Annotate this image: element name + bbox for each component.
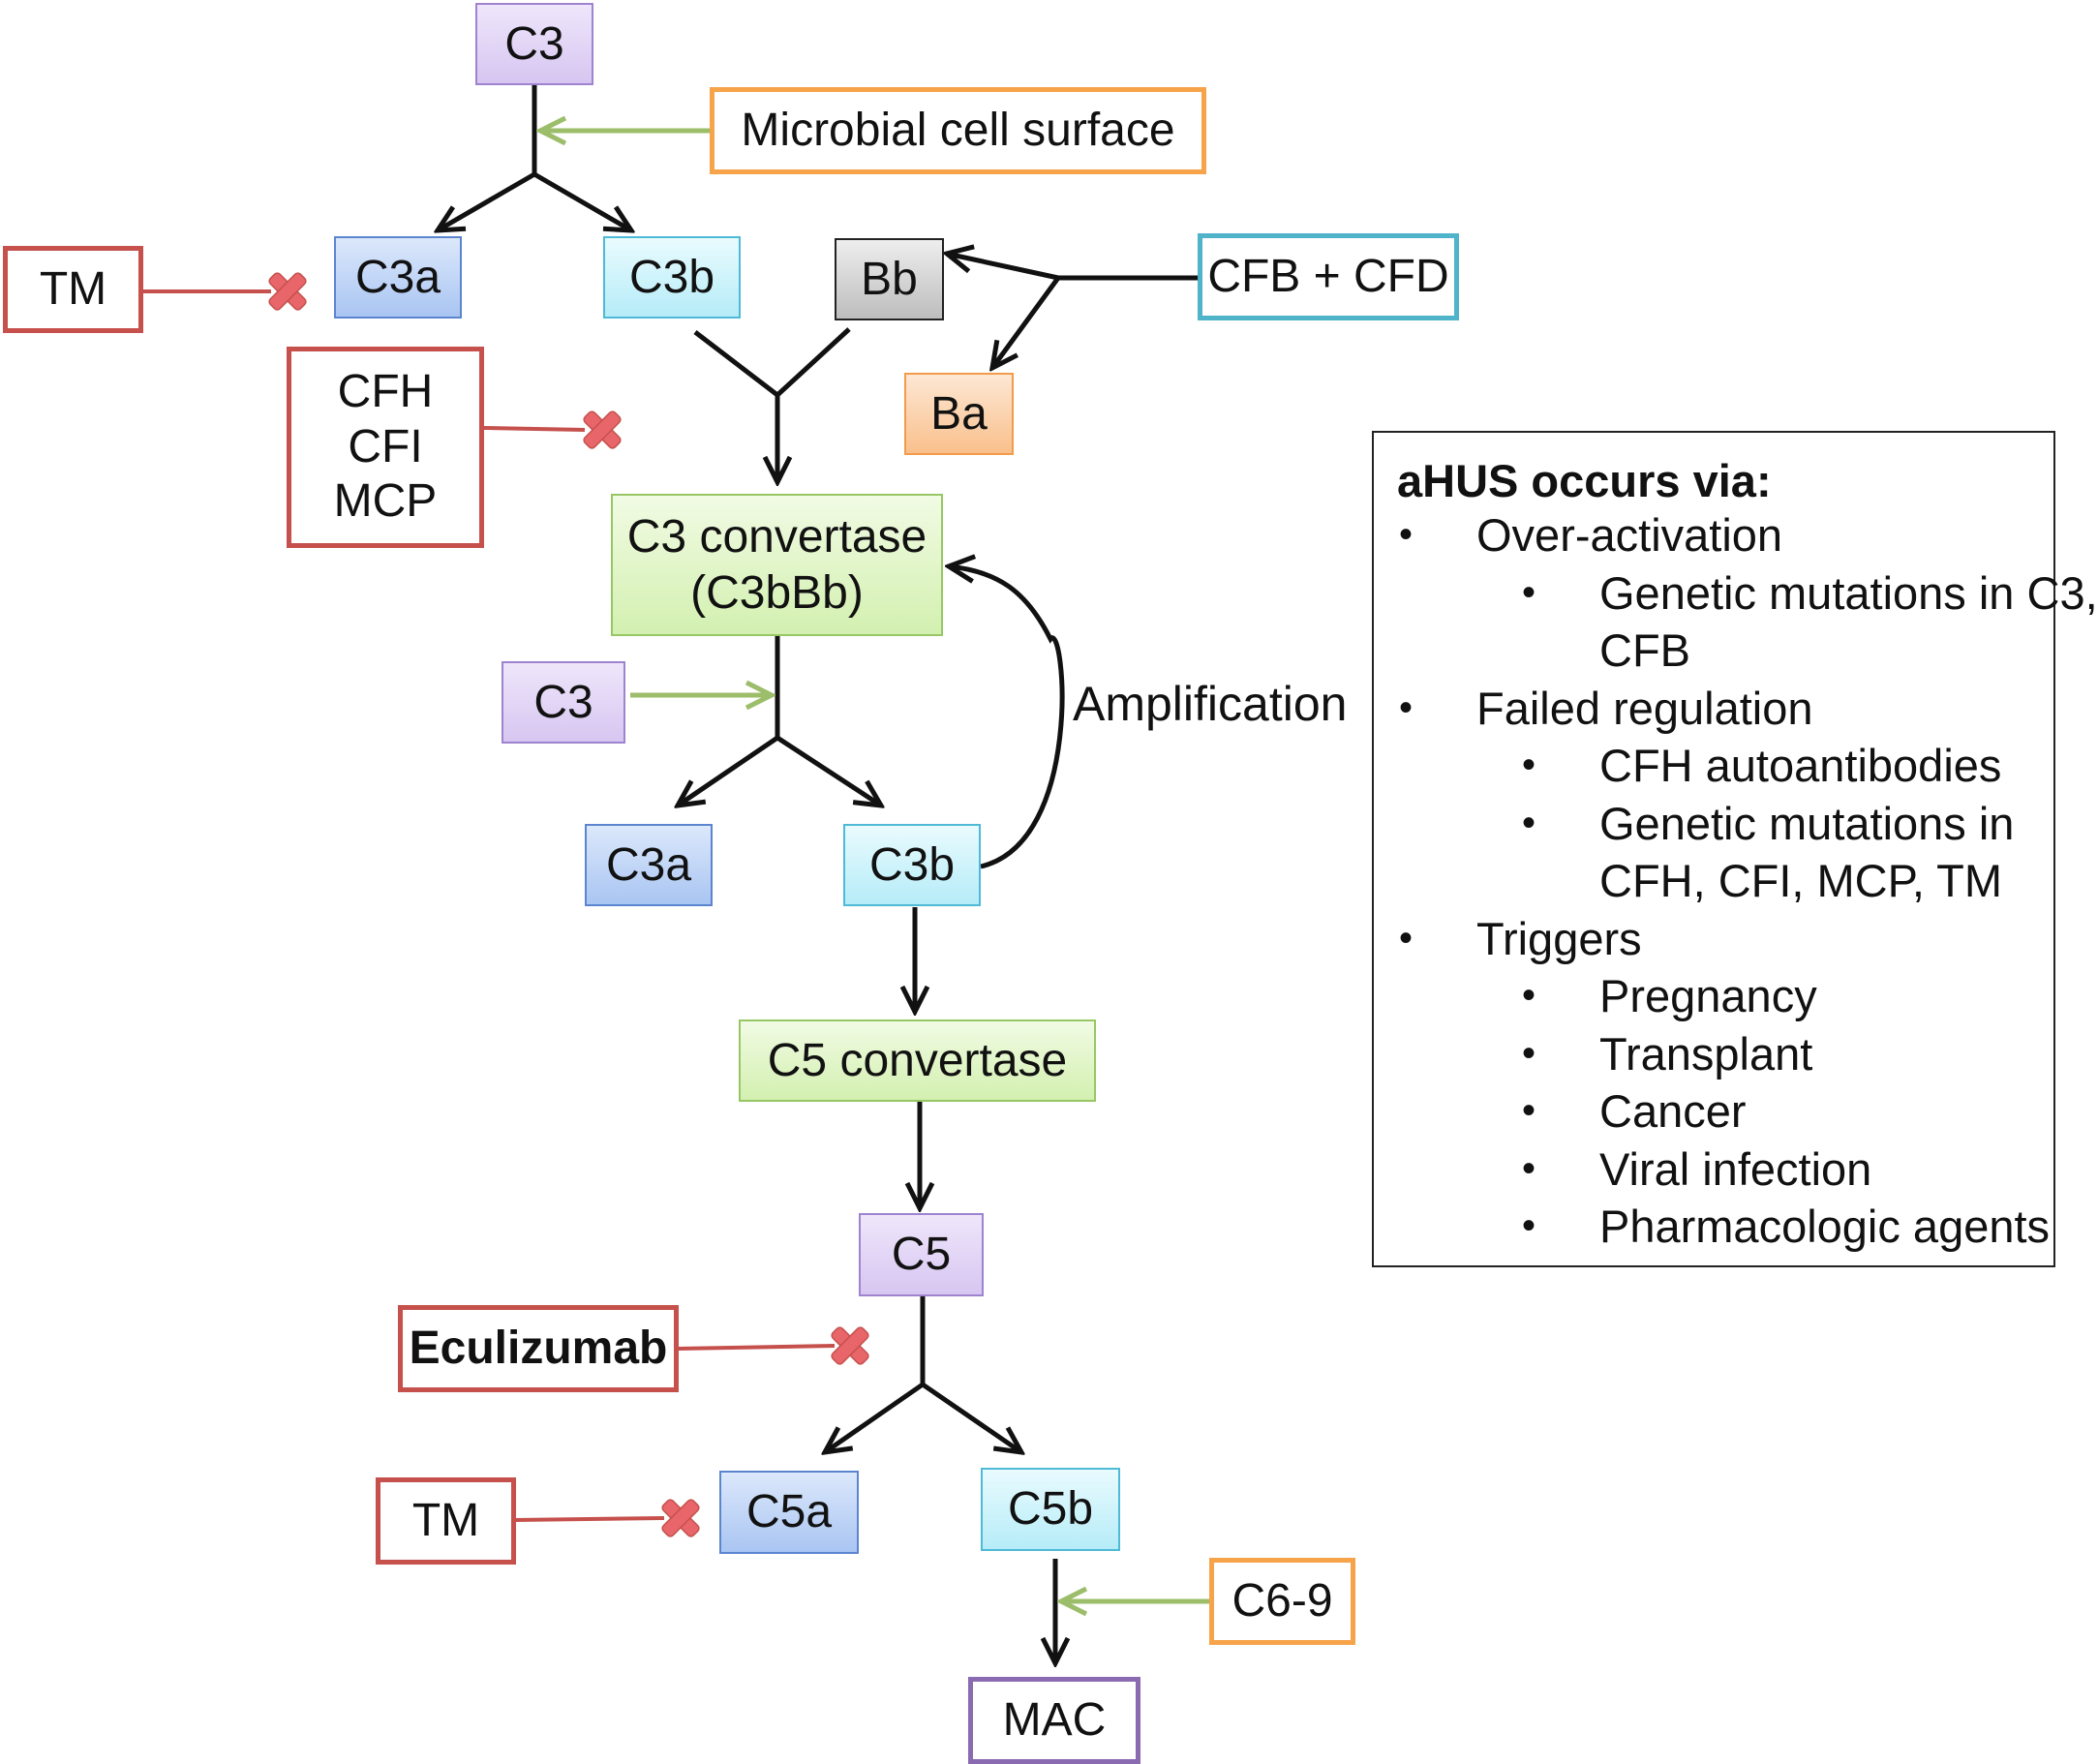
node-bb: Bb bbox=[835, 238, 944, 320]
node-c3a-top: C3a bbox=[334, 236, 462, 319]
node-eculizumab: Eculizumab bbox=[398, 1305, 679, 1392]
node-cfb-cfd: CFB + CFD bbox=[1198, 233, 1459, 320]
node-c5: C5 bbox=[859, 1213, 984, 1296]
bullet-icon: • bbox=[1522, 801, 1536, 844]
info-item-level-1: Triggers bbox=[1476, 912, 1642, 964]
connector-bb-merge bbox=[775, 327, 851, 397]
arrow-to-c3a-top bbox=[438, 171, 536, 230]
inhibit-line-tm-bottom bbox=[514, 1516, 665, 1522]
arrow-to-bb bbox=[947, 254, 1059, 281]
bullet-icon: • bbox=[1399, 513, 1414, 556]
info-title: aHUS occurs via: bbox=[1397, 455, 1772, 506]
node-c6-9: C6-9 bbox=[1209, 1558, 1355, 1645]
info-item-level-2: Genetic mutations in bbox=[1599, 797, 2015, 849]
arrow-to-c3a-mid bbox=[678, 735, 779, 806]
block-cross-icon bbox=[583, 411, 622, 449]
bullet-icon: • bbox=[1399, 685, 1414, 729]
regulator-cfi: CFI bbox=[348, 420, 423, 472]
arrow-to-c5b bbox=[921, 1382, 1021, 1452]
node-c5-convertase: C5 convertase bbox=[739, 1019, 1096, 1102]
node-c3a-mid: C3a bbox=[585, 824, 713, 906]
info-item-level-2: Pharmacologic agents bbox=[1599, 1201, 2051, 1252]
node-tm-bottom: TM bbox=[376, 1477, 516, 1565]
node-c3-top: C3 bbox=[475, 3, 593, 85]
node-c5a: C5a bbox=[719, 1471, 859, 1554]
node-c3b-mid: C3b bbox=[843, 824, 981, 906]
node-microbial-cell-surface: Microbial cell surface bbox=[710, 87, 1206, 174]
info-item-level-2: Transplant bbox=[1599, 1027, 1813, 1080]
info-item-level-2: Viral infection bbox=[1599, 1142, 1872, 1195]
bullet-icon: • bbox=[1399, 916, 1414, 959]
info-item-level-1: Failed regulation bbox=[1476, 682, 1813, 734]
bullet-icon: • bbox=[1522, 1146, 1536, 1190]
info-item-level-1: Over-activation bbox=[1476, 509, 1783, 561]
c3-convertase-label: C3 convertase bbox=[626, 510, 927, 563]
node-c3-convertase: C3 convertase (C3bBb) bbox=[611, 494, 943, 636]
amplification-loop bbox=[949, 566, 1065, 869]
node-c3-mid: C3 bbox=[502, 661, 625, 744]
inhibit-line-eculizumab bbox=[677, 1344, 836, 1351]
bullet-icon: • bbox=[1522, 1031, 1536, 1075]
arrow-to-c3b-top bbox=[532, 171, 631, 230]
node-c5b: C5b bbox=[981, 1468, 1120, 1551]
node-regulators: CFH CFI MCP bbox=[287, 347, 484, 548]
info-item-level-2: CFH autoantibodies bbox=[1599, 740, 2002, 791]
bullet-icon: • bbox=[1522, 974, 1536, 1017]
info-item-level-2: Pregnancy bbox=[1599, 970, 1817, 1021]
regulator-cfh: CFH bbox=[337, 366, 434, 418]
node-tm-top: TM bbox=[3, 246, 143, 333]
bullet-icon: • bbox=[1522, 1089, 1536, 1132]
arrow-to-c3b-mid bbox=[775, 735, 881, 806]
node-ba: Ba bbox=[904, 373, 1014, 455]
info-item-level-3: CFB bbox=[1599, 624, 1690, 676]
complement-pathway-diagram: C3 Microbial cell surface C3a C3b Bb CFB… bbox=[3, 3, 2098, 1764]
block-cross-icon bbox=[268, 272, 307, 311]
info-item-level-3: CFH, CFI, MCP, TM bbox=[1599, 855, 2003, 906]
regulator-mcp: MCP bbox=[333, 475, 438, 528]
bullet-icon: • bbox=[1522, 744, 1536, 786]
block-cross-icon bbox=[831, 1326, 869, 1365]
info-item-level-2: Genetic mutations in C3, bbox=[1599, 566, 2098, 619]
block-cross-icon bbox=[661, 1499, 700, 1537]
arrow-to-c5a bbox=[825, 1382, 925, 1452]
amplification-label: Amplification bbox=[1073, 677, 1348, 731]
c3-convertase-formula: (C3bBb) bbox=[690, 566, 864, 619]
arrow-to-ba bbox=[992, 276, 1061, 368]
inhibit-line-cfh bbox=[483, 426, 586, 432]
bullet-icon: • bbox=[1522, 570, 1536, 614]
connector-c3b-merge bbox=[693, 330, 779, 397]
node-mac: MAC bbox=[968, 1677, 1140, 1764]
info-item-level-2: Cancer bbox=[1599, 1085, 1747, 1137]
node-c3b-top: C3b bbox=[603, 236, 741, 319]
bullet-icon: • bbox=[1522, 1204, 1536, 1247]
ahus-info-box: aHUS occurs via: • Over-activation • Geneti… bbox=[1372, 431, 2098, 1267]
connectors bbox=[143, 85, 1209, 1758]
